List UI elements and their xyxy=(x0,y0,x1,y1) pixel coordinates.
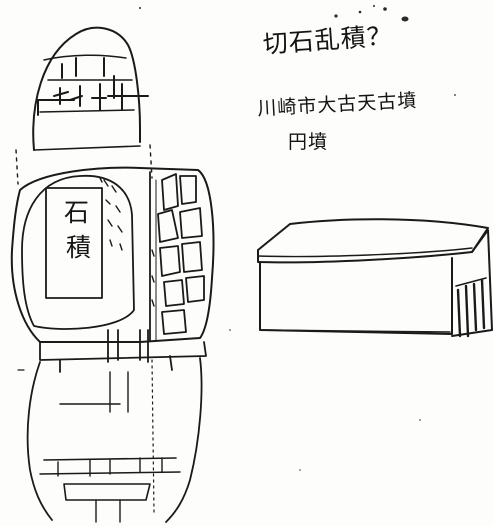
stone-label-char-2: 積 xyxy=(66,233,92,262)
block-front-face xyxy=(259,257,453,335)
block-top-face xyxy=(257,218,489,264)
scan-speckles xyxy=(139,5,456,471)
stone-block-sketch xyxy=(257,218,493,338)
stone-marks xyxy=(151,249,155,307)
lower-passage xyxy=(17,357,203,523)
lower-frame xyxy=(39,329,207,373)
connector-dashes xyxy=(15,144,153,185)
chamber-body xyxy=(10,166,215,343)
stacked-stones xyxy=(149,171,205,341)
dome-section xyxy=(32,26,149,151)
block-side-face xyxy=(451,229,493,338)
stone-label-char-1: 石 xyxy=(64,198,90,227)
stone-label-box xyxy=(45,187,103,299)
annotation-tomb-type: 円墳 xyxy=(288,131,329,153)
dotted-texture xyxy=(99,177,123,251)
chamber-plan-sketch xyxy=(10,26,215,523)
